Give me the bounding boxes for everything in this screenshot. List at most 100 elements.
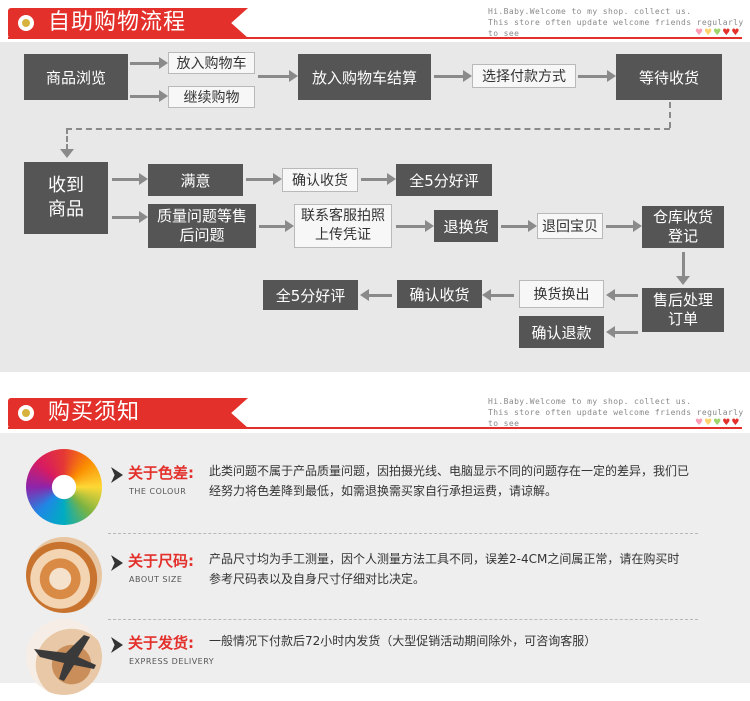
section-title: 购买须知 — [48, 400, 141, 425]
notice-text-line-2: 经努力将色差降到最低，如需退换需买家自行承担运费，请谅解。 — [209, 484, 558, 498]
step-received-line-1: 收到 — [48, 175, 84, 196]
banner-underline — [8, 37, 742, 39]
airplane-icon — [34, 635, 96, 681]
tagline-line-1: Hi.Baby.Welcome to my shop. collect us. — [488, 397, 692, 406]
notice-delivery: 关于发货: EXPRESS DELIVERY 一般情况下付款后72小时内发货（大… — [26, 619, 716, 701]
connector-down — [66, 128, 68, 150]
notice-text-line-1: 一般情况下付款后72小时内发货（大型促销活动期间除外，可咨询客服） — [209, 634, 597, 648]
step-confirm-receipt-2: 确认收货 — [397, 280, 482, 308]
step-choose-payment: 选择付款方式 — [472, 64, 576, 88]
measuring-tape-icon — [26, 537, 102, 613]
step-received-line-2: 商品 — [48, 199, 84, 220]
arrow-right — [396, 220, 434, 232]
notice-text: 产品尺寸均为手工测量，因个人测量方法工具不同，误差2-4CM之间属正常，请在购买… — [209, 549, 709, 589]
step-contact-line-2: 上传凭证 — [315, 227, 371, 243]
heart-icon: ♥ — [713, 28, 723, 38]
arrow-right — [501, 220, 537, 232]
step-cart-checkout: 放入购物车结算 — [298, 54, 431, 100]
notice-title: 关于发货: — [128, 634, 194, 652]
step-browse: 商品浏览 — [24, 54, 128, 100]
notice-text-line-1: 此类问题不属于产品质量问题，因拍摄光线、电脑显示不同的问题存在一定的差异，我们已 — [209, 464, 690, 478]
section-title: 自助购物流程 — [48, 10, 187, 35]
notice-size: 关于尺码: ABOUT SIZE 产品尺寸均为手工测量，因个人测量方法工具不同，… — [26, 537, 716, 619]
step-confirm-refund: 确认退款 — [519, 316, 604, 348]
notice-text: 一般情况下付款后72小时内发货（大型促销活动期间除外，可咨询客服） — [209, 631, 709, 651]
tagline-line-2: This store often update welcome friends … — [488, 408, 744, 428]
section-banner-purchase-notice: 购买须知 — [8, 398, 248, 428]
arrow-left — [606, 289, 638, 301]
step-quality-line-2: 后问题 — [179, 226, 225, 244]
notice-subtitle: THE COLOUR — [129, 487, 187, 496]
heart-icon: ♥ — [713, 418, 723, 428]
hearts-decoration: ♥♥♥♥♥ — [695, 418, 740, 428]
heart-icon: ♥ — [722, 28, 732, 38]
airplane-globe-icon — [26, 619, 102, 695]
chevron-right-icon — [111, 467, 123, 483]
notice-subtitle: ABOUT SIZE — [129, 575, 183, 584]
arrow-right — [434, 70, 472, 82]
step-aftersale-line-1: 售后处理 — [652, 291, 713, 309]
heart-icon: ♥ — [695, 418, 705, 428]
notice-text: 此类问题不属于产品质量问题，因拍摄光线、电脑显示不同的问题存在一定的差异，我们已… — [209, 461, 709, 501]
heart-icon: ♥ — [731, 28, 741, 38]
arrow-right — [130, 90, 168, 102]
step-quality-issue: 质量问题等售 后问题 — [148, 204, 256, 248]
notice-subtitle: EXPRESS DELIVERY — [129, 657, 215, 666]
purchase-notice-panel: 关于色差: THE COLOUR 此类问题不属于产品质量问题，因拍摄光线、电脑显… — [0, 433, 750, 695]
chevron-right-icon — [111, 555, 123, 571]
step-five-star-review: 全5分好评 — [396, 164, 492, 196]
color-wheel-icon — [26, 449, 102, 525]
section-banner-shopping-flow: 自助购物流程 — [8, 8, 248, 38]
arrow-right — [112, 173, 148, 185]
welcome-tagline: Hi.Baby.Welcome to my shop. collect us. … — [488, 6, 750, 39]
step-satisfied: 满意 — [148, 164, 243, 196]
arrow-right — [130, 57, 168, 69]
tagline-line-1: Hi.Baby.Welcome to my shop. collect us. — [488, 7, 692, 16]
arrow-left — [360, 289, 392, 301]
step-contact-service: 联系客服拍照 上传凭证 — [294, 204, 392, 248]
arrow-right — [361, 173, 396, 185]
welcome-tagline: Hi.Baby.Welcome to my shop. collect us. … — [488, 396, 750, 429]
shop-logo-icon — [18, 405, 34, 421]
step-warehouse-line-1: 仓库收货 — [652, 208, 713, 226]
arrow-right — [258, 70, 298, 82]
arrow-down-icon — [676, 276, 690, 285]
heart-icon: ♥ — [722, 418, 732, 428]
notice-text-line-2: 参考尺码表以及自身尺寸仔细对比决定。 — [209, 572, 426, 586]
shop-logo-icon — [18, 15, 34, 31]
tagline-line-2: This store often update welcome friends … — [488, 18, 744, 38]
arrow-right — [112, 211, 148, 223]
connector-back — [66, 128, 670, 130]
arrow-right — [578, 70, 616, 82]
step-exchange-out: 换货换出 — [519, 280, 604, 308]
step-confirm-receipt: 确认收货 — [282, 168, 358, 192]
step-return-item: 退回宝贝 — [537, 213, 603, 239]
banner-underline — [8, 427, 742, 429]
step-warehouse-line-2: 登记 — [667, 227, 698, 245]
heart-icon: ♥ — [695, 28, 705, 38]
arrow-left — [482, 289, 514, 301]
step-contact-line-1: 联系客服拍照 — [301, 208, 385, 224]
connector-down — [669, 102, 671, 128]
step-five-star-review-2: 全5分好评 — [263, 280, 358, 310]
dashed-divider — [108, 533, 698, 534]
arrow-down-icon — [60, 149, 74, 158]
notice-title: 关于色差: — [128, 464, 194, 482]
step-aftersale-line-2: 订单 — [667, 310, 698, 328]
arrow-right — [606, 220, 642, 232]
heart-icon: ♥ — [704, 418, 714, 428]
step-return-exchange: 退换货 — [434, 210, 498, 242]
step-received-goods: 收到 商品 — [24, 162, 108, 234]
heart-icon: ♥ — [731, 418, 741, 428]
step-continue-shopping: 继续购物 — [168, 86, 255, 108]
arrow-right — [259, 220, 294, 232]
step-quality-line-1: 质量问题等售 — [156, 207, 247, 225]
arrow-left — [606, 326, 638, 338]
notice-title: 关于尺码: — [128, 552, 194, 570]
hearts-decoration: ♥♥♥♥♥ — [695, 28, 740, 38]
step-wait-delivery: 等待收货 — [616, 54, 722, 100]
dashed-divider — [108, 619, 698, 620]
step-add-cart: 放入购物车 — [168, 52, 255, 74]
shopping-flow-diagram: 商品浏览 放入购物车 继续购物 放入购物车结算 选择付款方式 等待收货 收到 商… — [0, 42, 750, 372]
notice-text-line-1: 产品尺寸均为手工测量，因个人测量方法工具不同，误差2-4CM之间属正常，请在购买… — [209, 552, 680, 566]
